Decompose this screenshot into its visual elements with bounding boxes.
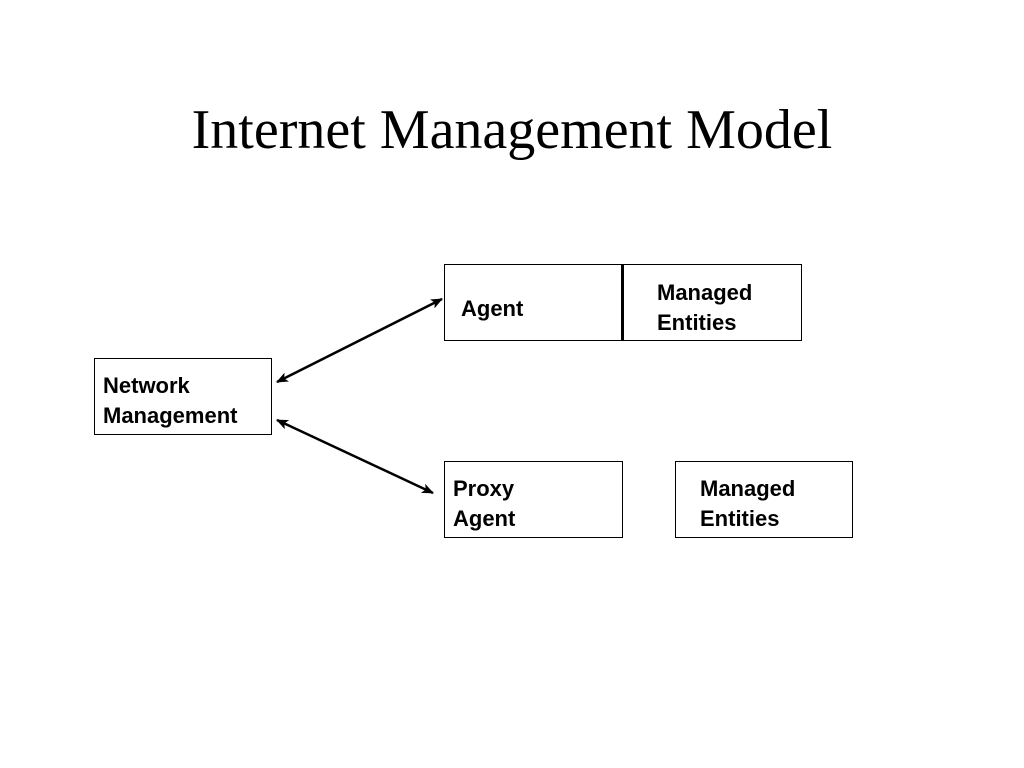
- proxy-managed-entities-box: [675, 461, 853, 538]
- proxy-agent-line1: Proxy: [453, 476, 515, 501]
- agent-label: Agent: [461, 296, 524, 321]
- proxy-agent-label: Proxy Agent: [453, 474, 515, 534]
- proxy-managed-entities-line2: Entities: [700, 506, 780, 531]
- network-management-line1: Network: [103, 373, 190, 398]
- agent-managed-entities-label: Managed Entities: [657, 278, 752, 338]
- connector-network-to-agent: [276, 297, 443, 384]
- agent-managed-entities-line2: Entities: [657, 310, 737, 335]
- proxy-managed-entities-line1: Managed: [700, 476, 796, 501]
- connector-network-to-proxy-agent: [276, 418, 434, 495]
- agent-managed-entities-line1: Managed: [657, 280, 753, 305]
- proxy-agent-line2: Agent: [453, 506, 516, 531]
- proxy-agent-box: [444, 461, 623, 538]
- network-management-line2: Management: [103, 403, 238, 428]
- slide-title: Internet Management Model: [191, 99, 833, 161]
- network-management-label: Network Management: [103, 371, 237, 431]
- agent-divider: [621, 265, 624, 340]
- network-management-box: [94, 358, 272, 435]
- proxy-managed-entities-label: Managed Entities: [700, 474, 795, 534]
